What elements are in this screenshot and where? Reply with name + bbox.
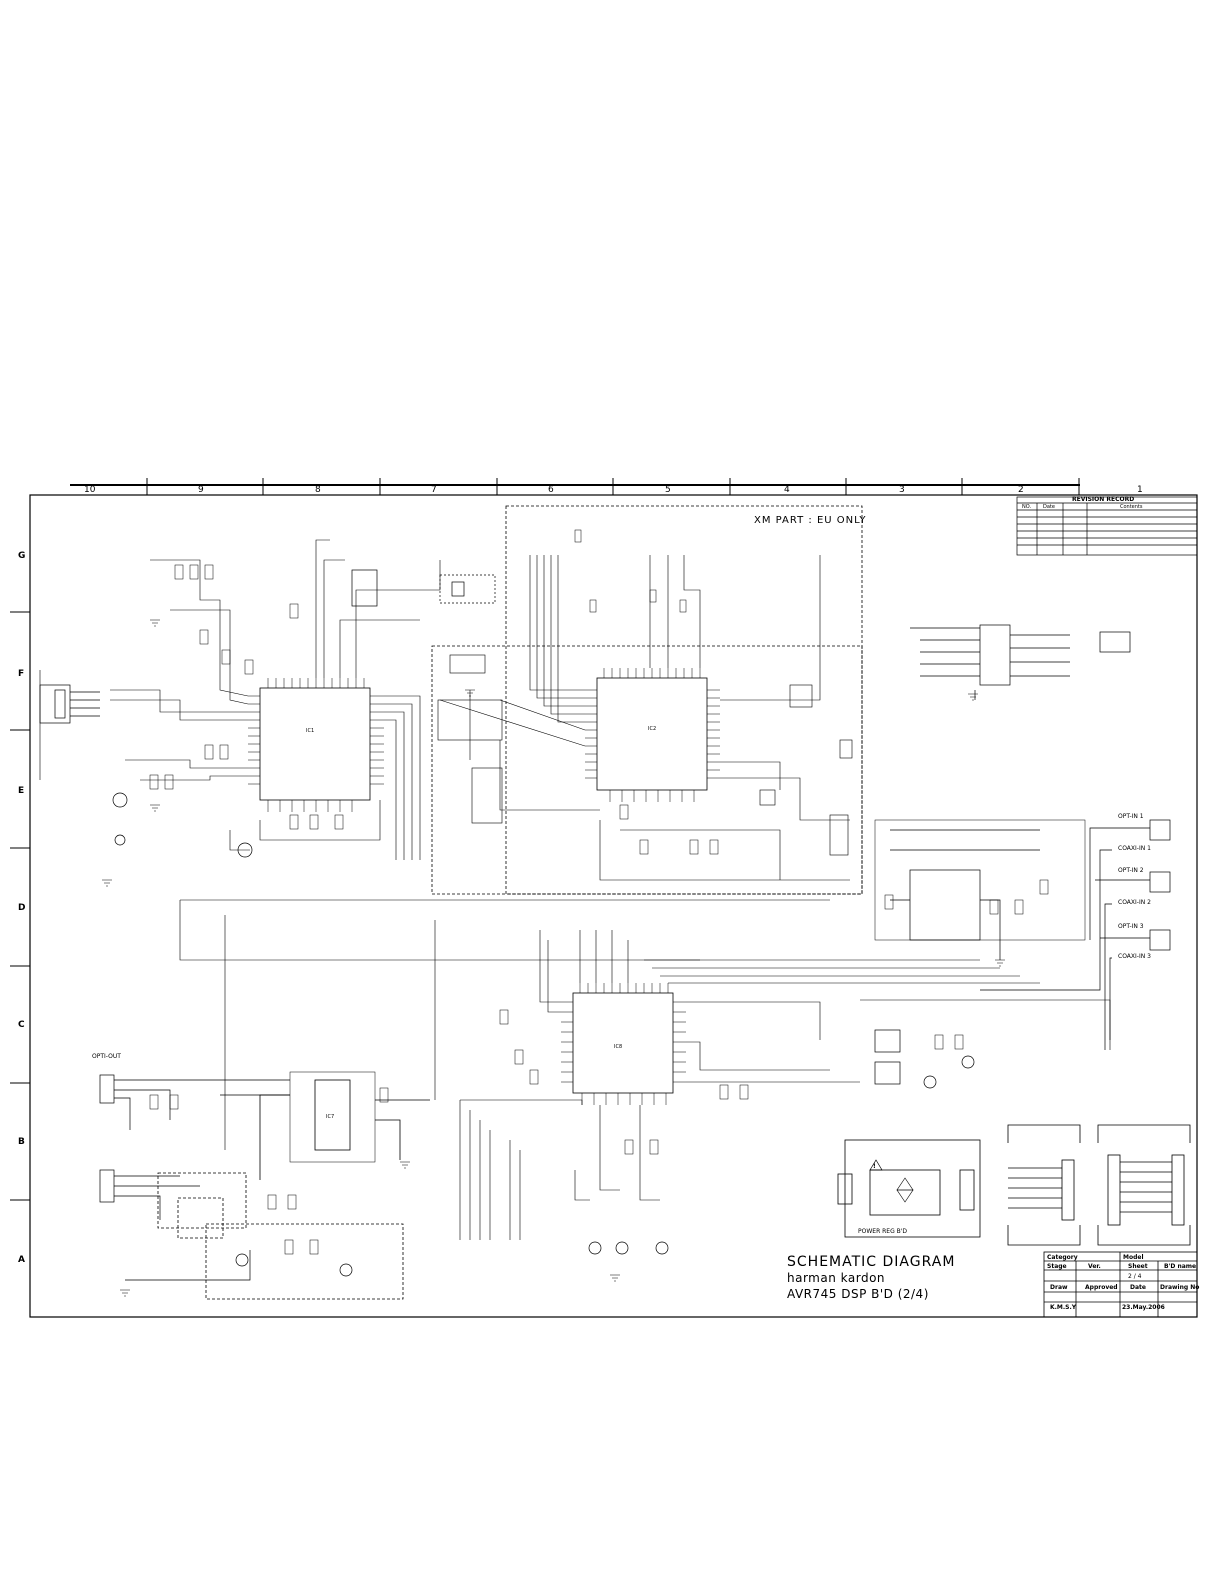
dashed-block (157, 1172, 247, 1229)
opti-out-label: OPTI-OUT (92, 1053, 121, 1060)
ic-main-dsp (248, 678, 384, 812)
ic-xm-label: IC2 (648, 726, 656, 732)
tb-drawing-no: Drawing No (1160, 1284, 1199, 1291)
wires-xm (439, 555, 850, 881)
tb-ver: Ver. (1088, 1263, 1101, 1270)
row-label: C (18, 1020, 25, 1030)
col-label: 4 (784, 485, 790, 495)
opt-in-3-label: OPT-IN 3 (1118, 923, 1144, 930)
revision-record-title: REVISION RECORD (1072, 496, 1134, 503)
left-connector (39, 684, 100, 724)
row-label: A (18, 1255, 25, 1265)
rev-header-no: NO. (1022, 504, 1031, 510)
col-label: 9 (198, 485, 204, 495)
ic-mux (220, 1071, 430, 1180)
ic-level-shifter (910, 624, 1131, 700)
ic-bottom-label: IC8 (614, 1044, 622, 1050)
col-label: 2 (1018, 485, 1024, 495)
ground-symbols (102, 619, 1005, 1297)
opt-in-1-label: OPT-IN 1 (1118, 813, 1144, 820)
bottom-transistors (588, 1055, 975, 1255)
ic-main-label: IC1 (306, 728, 314, 734)
row-ruler (10, 611, 30, 1201)
col-label: 8 (315, 485, 321, 495)
tb-sheet: Sheet (1128, 1263, 1148, 1270)
col-label: 5 (665, 485, 671, 495)
transistor (112, 792, 253, 858)
rev-header-date: Date (1043, 504, 1055, 510)
xm-part-title: XM PART : EU ONLY (754, 515, 866, 526)
connector-p12 (1007, 1124, 1081, 1246)
tb-draw-value: K.M.S.Y (1050, 1304, 1077, 1311)
rev-header-contents: Contents (1120, 504, 1143, 510)
dashed-block (205, 1223, 404, 1300)
column-ruler (70, 478, 1080, 495)
tb-date: Date (1130, 1284, 1146, 1291)
col-label: 3 (899, 485, 905, 495)
ic-xm (585, 668, 720, 802)
ic-bottom-right (874, 1029, 901, 1085)
dashed-block (177, 1197, 224, 1239)
schematic-title: SCHEMATIC DIAGRAM (787, 1254, 955, 1270)
power-reg-label: POWER REG B'D (858, 1228, 907, 1235)
title-block-table (1043, 1251, 1198, 1318)
tb-date-value: 23.May.2006 (1122, 1304, 1165, 1311)
passive-components (149, 529, 1049, 1255)
opt-in-2-label: OPT-IN 2 (1118, 867, 1144, 874)
col-label: 6 (548, 485, 554, 495)
brand-name: harman kardon (787, 1271, 885, 1285)
tb-category: Category (1047, 1254, 1078, 1261)
wires-bottom (179, 899, 1111, 1240)
ic-bottom-dsp (561, 983, 686, 1105)
tb-sheet-value: 2 / 4 (1128, 1273, 1142, 1280)
ic-mux-label: IC7 (326, 1114, 334, 1120)
opti-out-connector (99, 1074, 290, 1281)
row-label: F (18, 669, 24, 679)
row-label: E (18, 786, 24, 796)
board-name: AVR745 DSP B'D (2/4) (787, 1287, 929, 1301)
lower-left-transistors (235, 1253, 353, 1277)
tb-stage: Stage (1047, 1263, 1067, 1270)
coax-in-2-label: COAXI-IN 2 (1118, 899, 1151, 906)
tb-approved: Approved (1085, 1284, 1118, 1291)
row-label: B (18, 1137, 25, 1147)
tb-model: Model (1123, 1254, 1144, 1261)
row-label: G (18, 551, 25, 561)
ic-selector (874, 819, 1086, 960)
power-reg-board (837, 1139, 981, 1238)
coax-in-3-label: COAXI-IN 3 (1118, 953, 1151, 960)
tb-draw: Draw (1050, 1284, 1068, 1291)
column-labels: 10 9 8 7 6 5 4 3 2 1 (84, 485, 1143, 495)
coax-in-1-label: COAXI-IN 1 (1118, 845, 1151, 852)
col-label: 10 (84, 485, 96, 495)
opt-in-block (980, 819, 1171, 1050)
col-label: 7 (431, 485, 437, 495)
xm-components (437, 654, 853, 856)
eeprom-ic (351, 569, 496, 607)
row-labels: G F E D C B A (18, 551, 25, 1265)
revision-record-table (1016, 496, 1198, 556)
sheet-border (29, 494, 1198, 1318)
row-label: D (18, 903, 25, 913)
tb-bd-name: B'D name (1164, 1263, 1196, 1270)
col-label: 1 (1137, 485, 1143, 495)
connector-p13 (1097, 1124, 1191, 1246)
svg-text:!: ! (873, 1163, 876, 1170)
